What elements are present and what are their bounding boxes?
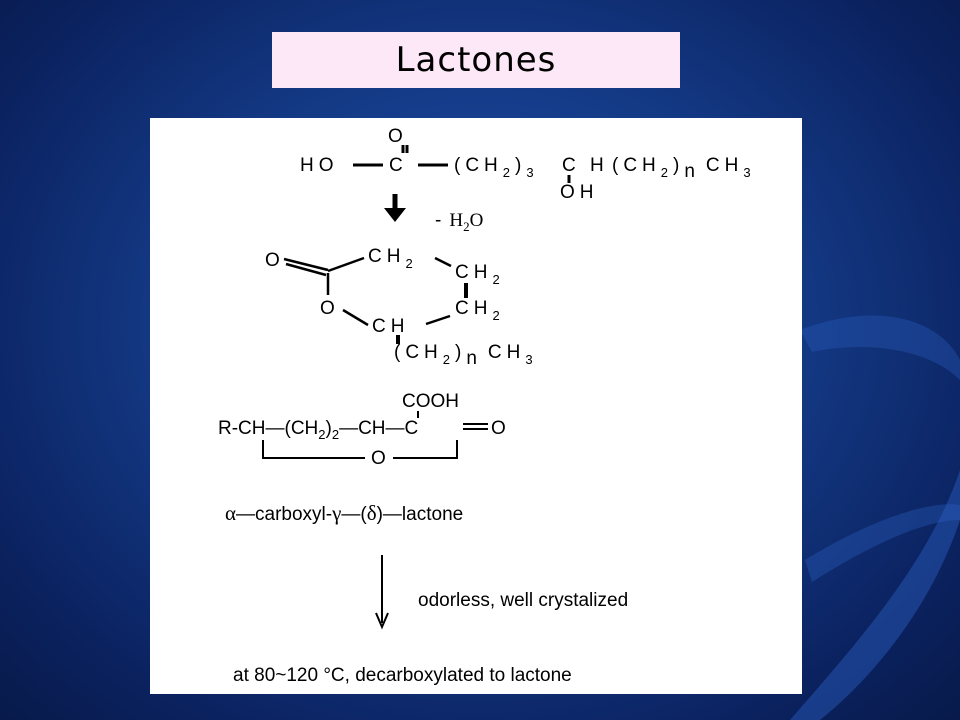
note-odorless: odorless, well crystalized: [418, 590, 628, 611]
ring-bond-c-ch2: [327, 256, 365, 273]
ring-side-chain: (CH2)n CH3: [394, 342, 538, 369]
acid-mid: —CH—C: [339, 418, 418, 439]
ring-co-double-1: [283, 257, 329, 272]
reactant-ho: HO: [300, 155, 339, 176]
minus-sign: -: [435, 210, 441, 231]
ring-o: O: [320, 298, 335, 319]
condition-text: at 80~120 °C, decarboxylated to lactone: [233, 665, 572, 686]
reactant-carbonyl-o: O: [388, 126, 403, 147]
acid-ring-o: O: [371, 448, 386, 469]
chain-count: 3: [526, 165, 538, 180]
ch2-right1-text: CH: [455, 262, 492, 283]
acid-r-chain: R-CH—(CH: [218, 418, 318, 439]
ch2-top-sub: 2: [405, 256, 417, 271]
tail-close: ): [673, 155, 684, 176]
side-n: n: [466, 348, 482, 369]
minus-water: -H2O: [435, 210, 483, 234]
reactant-c: C: [389, 155, 403, 176]
side-close: ): [455, 342, 466, 363]
side-end: CH: [488, 342, 525, 363]
side-sub: 2: [443, 352, 455, 367]
ch2-top-text: CH: [368, 246, 405, 267]
tail-n: n: [684, 161, 700, 182]
acid-ring-left: [262, 440, 365, 459]
name-alpha: α: [225, 501, 236, 525]
chain-text: (CH: [454, 155, 503, 176]
name-gamma: γ: [331, 501, 341, 525]
acid-r-sub: 2: [318, 427, 325, 442]
ring-exo-o: O: [265, 250, 280, 271]
arrow-head: [384, 208, 406, 222]
ring-ch-bottom: CH: [372, 316, 409, 337]
name-part1: —carboxyl-: [236, 504, 332, 525]
ch2-right2-sub: 2: [492, 308, 504, 323]
carboxyl-lactone-structure: COOH R-CH—(CH2)2—CH—C O O: [218, 391, 506, 469]
arrow2-head: [375, 612, 389, 630]
ring-bond-o-ch: [342, 308, 369, 327]
water-h: H: [449, 210, 463, 231]
ring-bond-bottom-right: [425, 314, 451, 326]
tail-end: CH: [706, 155, 743, 176]
acid-cooh: COOH: [402, 391, 459, 412]
ring-co-double-2: [285, 262, 327, 277]
acid-ring-right: [393, 440, 458, 459]
acid-r-count: 2: [332, 427, 339, 442]
ring-bond-top-right: [434, 256, 452, 268]
compound-name: α—carboxyl-γ—(δ)—lactone: [225, 501, 463, 525]
reactant-chain: (CH2)3: [454, 155, 539, 180]
acid-r-close: ): [326, 418, 332, 439]
tail-end-sub: 3: [743, 165, 755, 180]
chain-close: ): [515, 155, 526, 176]
name-delta: δ: [367, 501, 377, 525]
reactant-tail: (CH2)n CH3: [612, 155, 756, 182]
ring-ch2-right1: CH2: [455, 262, 505, 287]
name-part2: —(: [341, 504, 367, 525]
ring-ch2-top: CH2: [368, 246, 418, 271]
tail-sub: 2: [661, 165, 673, 180]
decarboxylation-arrow: [375, 555, 389, 630]
reactant-oh: OH: [560, 182, 599, 203]
name-part3: )—lactone: [377, 504, 464, 525]
ch2-right1-sub: 2: [492, 272, 504, 287]
chain-sub: 2: [503, 165, 515, 180]
water-sub: 2: [463, 219, 470, 234]
tail-text: (CH: [612, 155, 661, 176]
water-o: O: [470, 210, 484, 231]
ch2-right2-text: CH: [455, 298, 492, 319]
ring-ch2-right2: CH2: [455, 298, 505, 323]
acid-dbl-o: O: [491, 418, 506, 439]
slide-title: Lactones: [272, 32, 680, 88]
side-end-sub: 3: [525, 352, 537, 367]
reactant-ch-c: C: [562, 155, 576, 176]
side-text: (CH: [394, 342, 443, 363]
acid-chain: R-CH—(CH2)2—CH—C: [218, 418, 418, 442]
dehydration-arrow: -H2O: [384, 194, 483, 234]
reactant-ch-h: H: [590, 155, 604, 176]
